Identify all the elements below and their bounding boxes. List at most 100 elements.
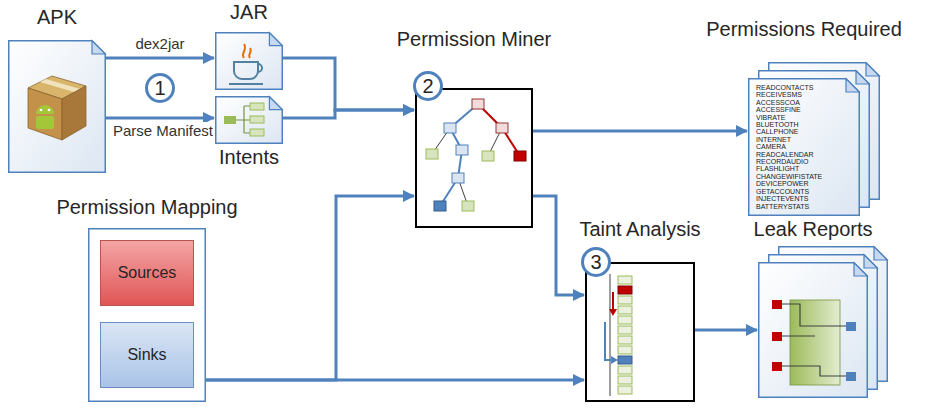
trace-rows-part <box>618 366 632 374</box>
connector-arrow <box>206 196 414 380</box>
source-box: Sources <box>100 240 194 306</box>
trace-rows-part <box>618 296 632 304</box>
call-tree-icon-part <box>452 173 464 183</box>
call-tree-icon-part <box>472 99 484 109</box>
node-heading: Permissions Required <box>706 18 902 41</box>
node-heading: Permission Mapping <box>56 196 237 219</box>
page-body <box>216 33 283 90</box>
connector-arrow <box>283 110 414 118</box>
leak-report-icon-part <box>846 372 856 381</box>
page-fold <box>864 255 877 268</box>
heading-wrap: Intents <box>75 146 423 170</box>
page-body <box>9 41 106 173</box>
leak-report-icon-part <box>790 300 840 385</box>
page-fold <box>92 41 105 54</box>
connector-arrow <box>533 130 747 133</box>
page-fold <box>856 71 869 84</box>
node-outline <box>88 228 206 402</box>
connector-arrow <box>695 329 757 332</box>
page-outline <box>216 33 283 90</box>
connector-arrow <box>533 196 584 295</box>
callout-circle <box>583 249 610 276</box>
heading-wrap: Permissions Required <box>608 18 938 42</box>
process-box: Permission Miner <box>415 88 533 228</box>
permission-name: CALLPHONE <box>756 128 822 135</box>
taint-trace-icon-part <box>609 274 611 396</box>
callout-circle <box>415 73 442 100</box>
permission-name: BLUETOOTH <box>756 121 822 128</box>
box-outline <box>586 263 694 401</box>
call-tree-icon-part <box>444 123 456 133</box>
sink-box: Sinks <box>100 322 194 388</box>
connector-arrow <box>106 117 214 120</box>
callout-circle <box>147 75 174 102</box>
permission-name: ACCESSFINE <box>756 106 822 113</box>
heading-wrap: JAR <box>75 1 423 25</box>
intent-tree-icon-part <box>250 116 264 123</box>
node-heading: Intents <box>219 146 279 169</box>
leak-report-icon-part <box>782 304 846 376</box>
page-body <box>749 79 860 216</box>
intent-tree-icon-part <box>224 116 236 124</box>
permission-name: ACCESSCOA <box>756 99 822 106</box>
edge-label-wrap: dex2jar <box>133 35 186 53</box>
page-fold <box>269 33 282 46</box>
page-outline <box>9 41 106 173</box>
page-fold <box>846 79 859 92</box>
node-heading: JAR <box>230 1 268 24</box>
heading-wrap: Permission Mapping <box>0 196 346 220</box>
permission-name: CHANGEWIFISTATE <box>756 173 822 180</box>
call-tree-icon-part <box>462 201 474 211</box>
node-outline <box>215 96 283 144</box>
permission-name: CAMERA <box>756 143 822 150</box>
trace-rows-part <box>618 326 632 334</box>
node-heading: Leak Reports <box>754 218 873 241</box>
page-body <box>216 97 283 144</box>
trace-rows-part <box>618 376 632 384</box>
intent-tree-icon-part <box>250 103 264 110</box>
process-box: Taint Analysis <box>585 262 695 402</box>
node-label: Sources <box>118 265 177 281</box>
box-outline <box>101 323 194 388</box>
page-outline <box>749 79 860 216</box>
document-stack: Permissions RequiredREADCONTACTSRECEIVES… <box>748 78 860 216</box>
box-outline <box>89 229 206 402</box>
permission-name: DEVICEPOWER <box>756 180 822 187</box>
node-outline <box>415 88 533 228</box>
callout-text: 1 <box>154 78 165 98</box>
document: APK <box>8 40 106 173</box>
apk-box-icon-part <box>36 116 54 129</box>
leak-report-icon-part <box>846 322 856 331</box>
java-cup-icon-part <box>229 83 263 85</box>
permission-name: VIBRATE <box>756 114 822 121</box>
leak-report-icon-part <box>772 362 782 371</box>
trace-rows-part <box>618 356 632 364</box>
taint-trace-icon-part <box>612 292 614 310</box>
page-body <box>759 263 868 398</box>
node-outline <box>8 40 106 173</box>
leak-report-icon-part <box>772 332 782 341</box>
permission-list: READCONTACTSRECEIVESMSACCESSCOAACCESSFIN… <box>756 84 822 210</box>
connector-arrow <box>283 58 414 110</box>
edge-label-wrap: Parse Manifest <box>111 122 215 140</box>
trace-rows-part <box>618 316 632 324</box>
permission-name: BATTERYSTATS <box>756 203 822 210</box>
node-outline <box>215 32 283 90</box>
connector-arrow <box>106 57 214 60</box>
apk-box-icon-part <box>40 109 43 112</box>
trace-rows-part <box>618 346 632 354</box>
node-heading: Permission Miner <box>397 28 551 51</box>
heading-wrap: Permission Miner <box>275 28 673 52</box>
document: JAR <box>215 32 283 90</box>
box-outline <box>416 89 532 227</box>
call-tree-icon-part <box>482 151 494 161</box>
call-tree-icon-part <box>496 123 508 133</box>
node-outline <box>585 262 695 402</box>
call-tree-icon-part <box>514 151 526 161</box>
page-fold <box>874 247 887 260</box>
call-tree-icon-part <box>426 149 438 159</box>
box-outline <box>101 241 194 306</box>
intent-tree-icon-part <box>250 129 264 136</box>
edge-label: dex2jar <box>133 35 186 52</box>
permission-name: READCALENDAR <box>756 151 822 158</box>
